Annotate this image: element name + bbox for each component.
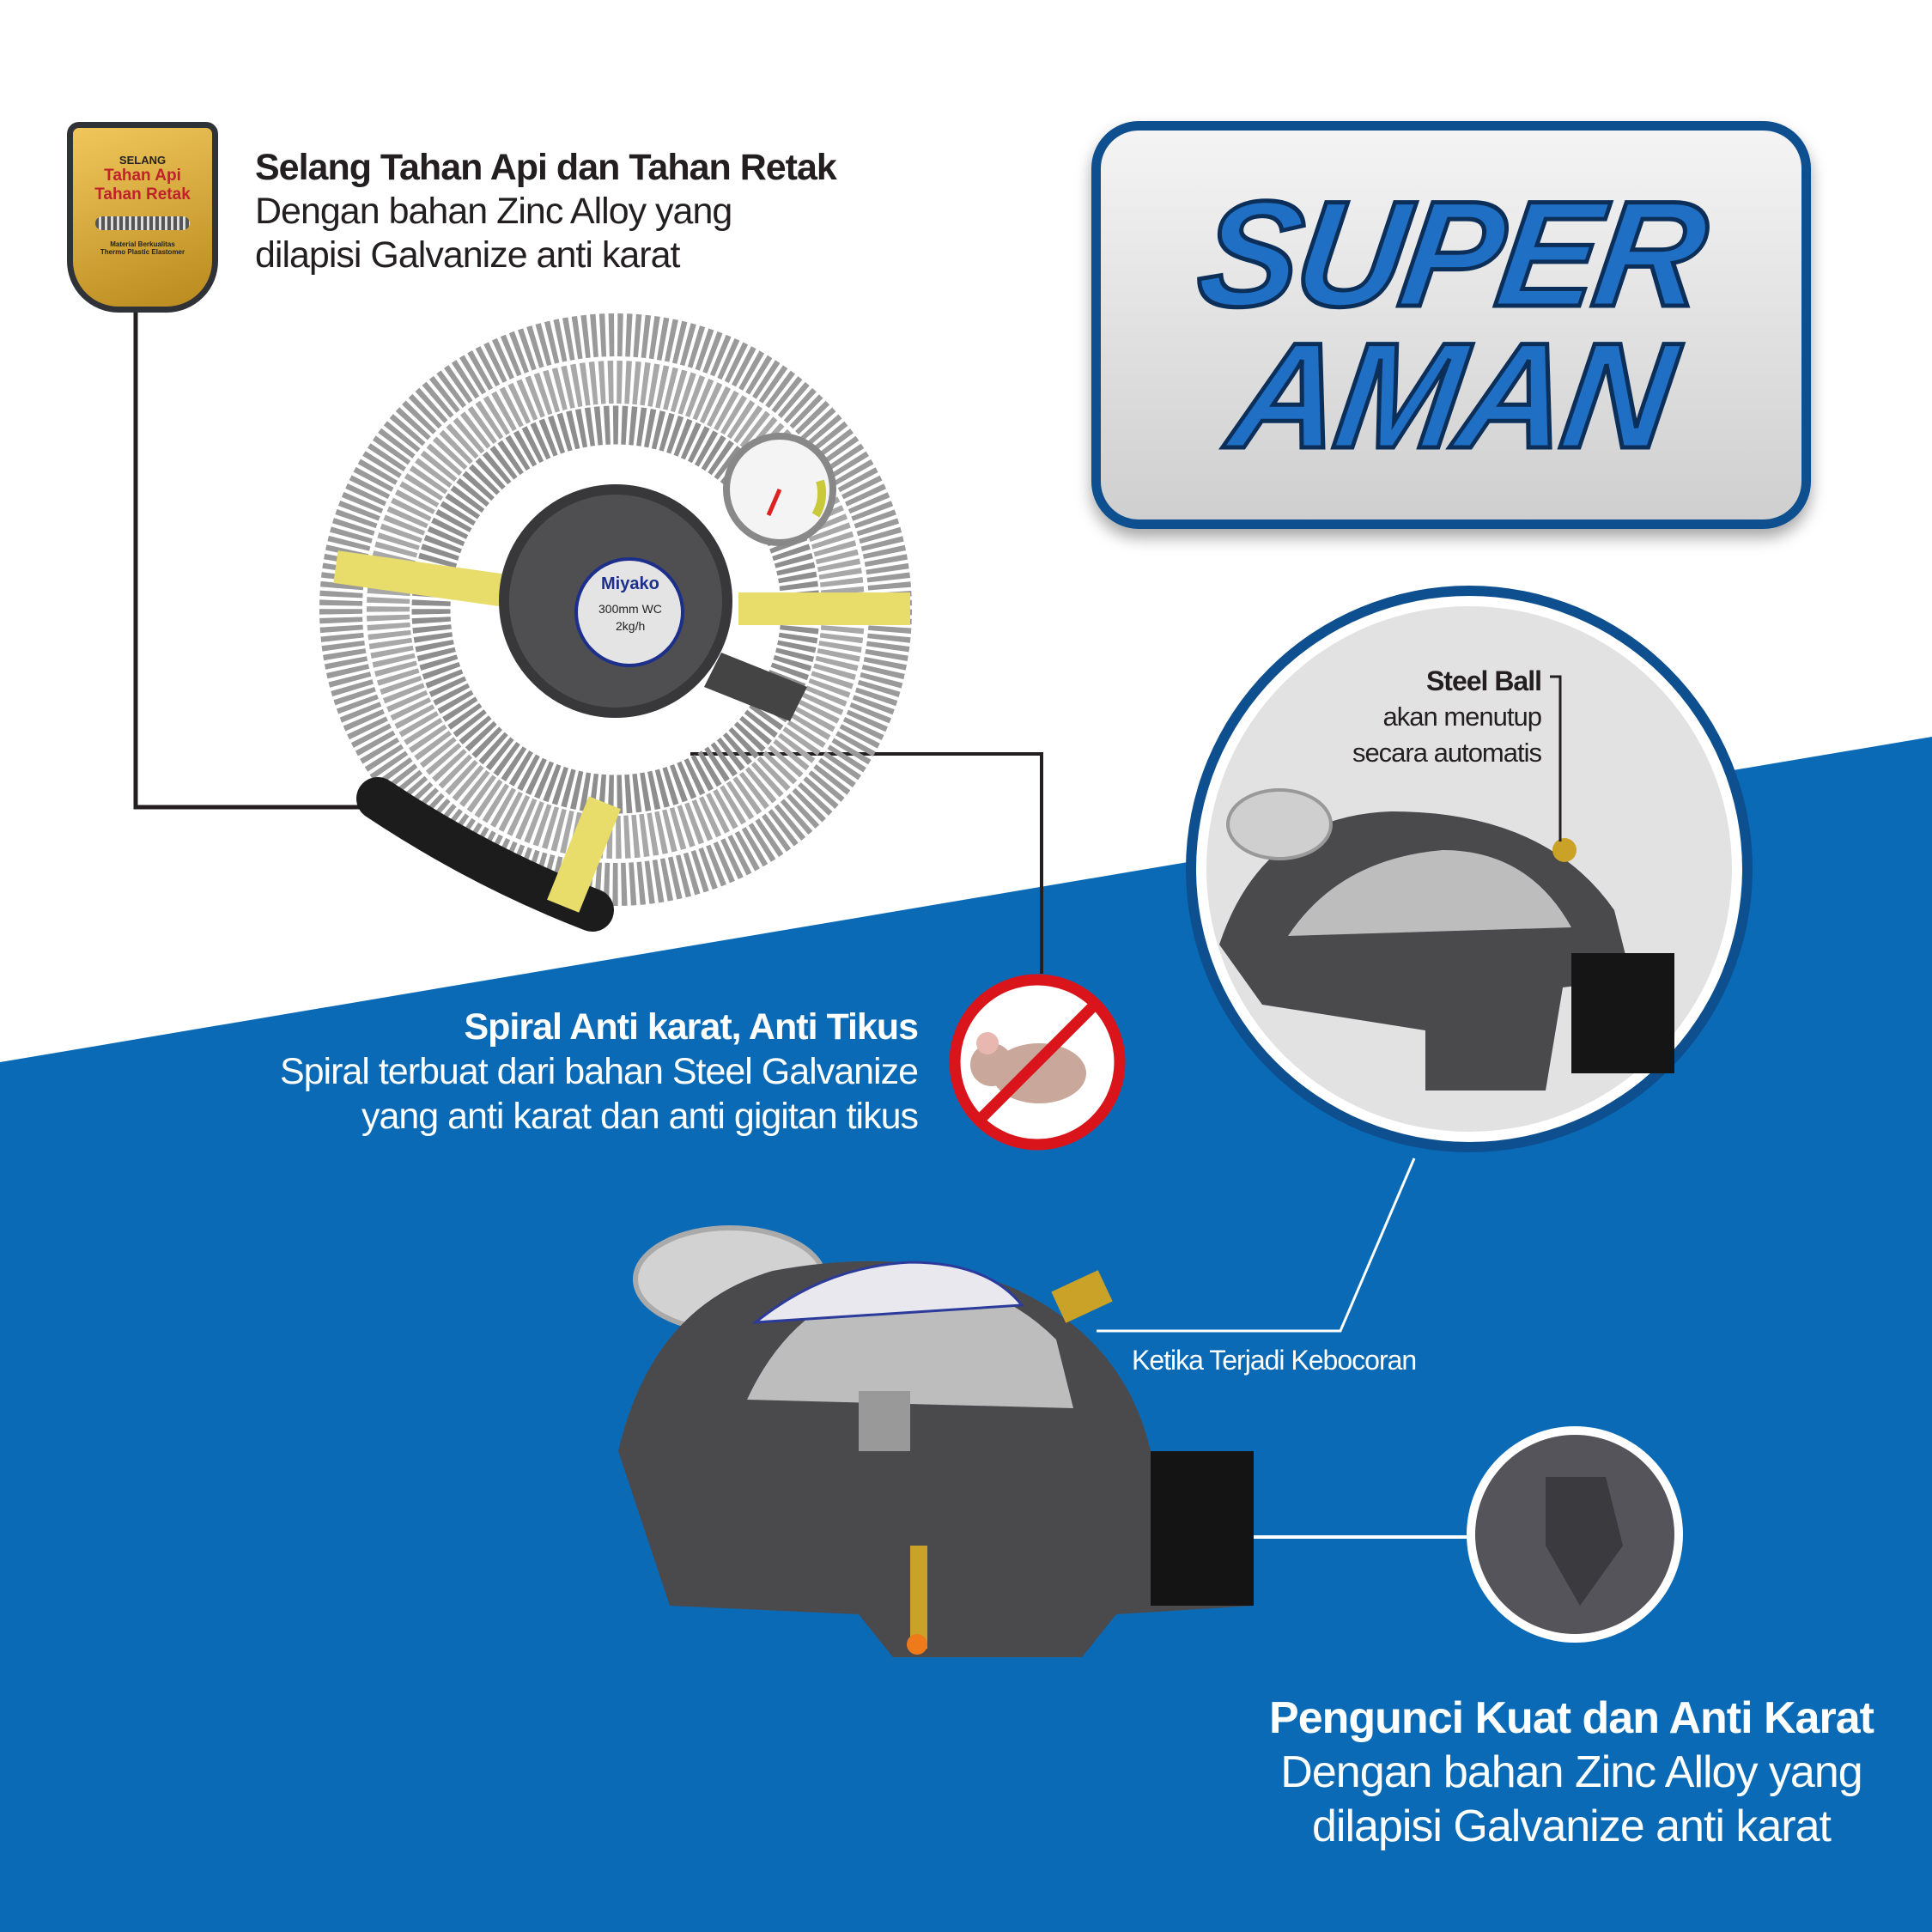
spiral-text-block: Spiral Anti karat, Anti Tikus Spiral ter… (279, 1005, 919, 1139)
regulator-flow: 2kg/h (616, 619, 646, 633)
hose-desc-1: Dengan bahan Zinc Alloy yang (255, 191, 732, 232)
badge-connector-line (133, 301, 375, 810)
spiral-desc-2: yang anti karat dan anti gigitan tikus (361, 1096, 919, 1137)
hero-line-2: AMAN (1218, 311, 1683, 483)
hose-desc-2: dilapisi Galvanize anti karat (255, 234, 680, 276)
hero-line-1: SUPER (1187, 169, 1715, 341)
lock-desc-2: dilapisi Galvanize anti karat (1312, 1801, 1832, 1851)
spiral-desc-1: Spiral terbuat dari bahan Steel Galvaniz… (279, 1051, 919, 1092)
super-aman-banner: SUPER AMAN (1091, 121, 1811, 529)
badge-title-1: Tahan Api (104, 167, 181, 185)
lock-text-block: Pengunci Kuat dan Anti Karat Dengan baha… (1228, 1692, 1915, 1854)
lock-detail-image (1467, 1426, 1683, 1643)
badge-foot-1: Material Berkualitas (110, 240, 175, 248)
leak-connector-line (1097, 1157, 1416, 1333)
steel-ball-desc-1: akan menutup (1382, 702, 1542, 732)
regulator-cutaway-image (618, 1225, 1254, 1657)
regulator-pressure: 300mm WC (598, 602, 662, 616)
hose-icon (95, 216, 190, 230)
coiled-hose-image (319, 313, 912, 932)
lock-desc-1: Dengan bahan Zinc Alloy yang (1280, 1747, 1862, 1797)
steel-ball-desc-2: secara automatis (1352, 738, 1542, 768)
hose-title: Selang Tahan Api dan Tahan Retak (255, 147, 837, 188)
steel-ball-detail-image (1186, 586, 1753, 1152)
regulator-brand: Miyako (601, 574, 659, 593)
badge-top: SELANG (118, 154, 167, 167)
lock-title: Pengunci Kuat dan Anti Karat (1269, 1693, 1874, 1743)
badge-foot-2: Thermo Plastic Elastomer (100, 248, 185, 256)
badge-title-2: Tahan Retak (94, 185, 191, 204)
leak-label: Ketika Terjadi Kebocoran (1132, 1345, 1417, 1376)
no-rat-icon (949, 974, 1126, 1151)
hose-quality-badge: SELANG Tahan Api Tahan Retak Material Be… (67, 122, 218, 313)
spiral-title: Spiral Anti karat, Anti Tikus (464, 1006, 919, 1048)
steel-ball-connector-line (1550, 675, 1562, 841)
steel-ball-title: Steel Ball (1425, 665, 1542, 696)
steel-ball-text-block: Steel Ball akan menutup secara automatis (1352, 663, 1542, 771)
